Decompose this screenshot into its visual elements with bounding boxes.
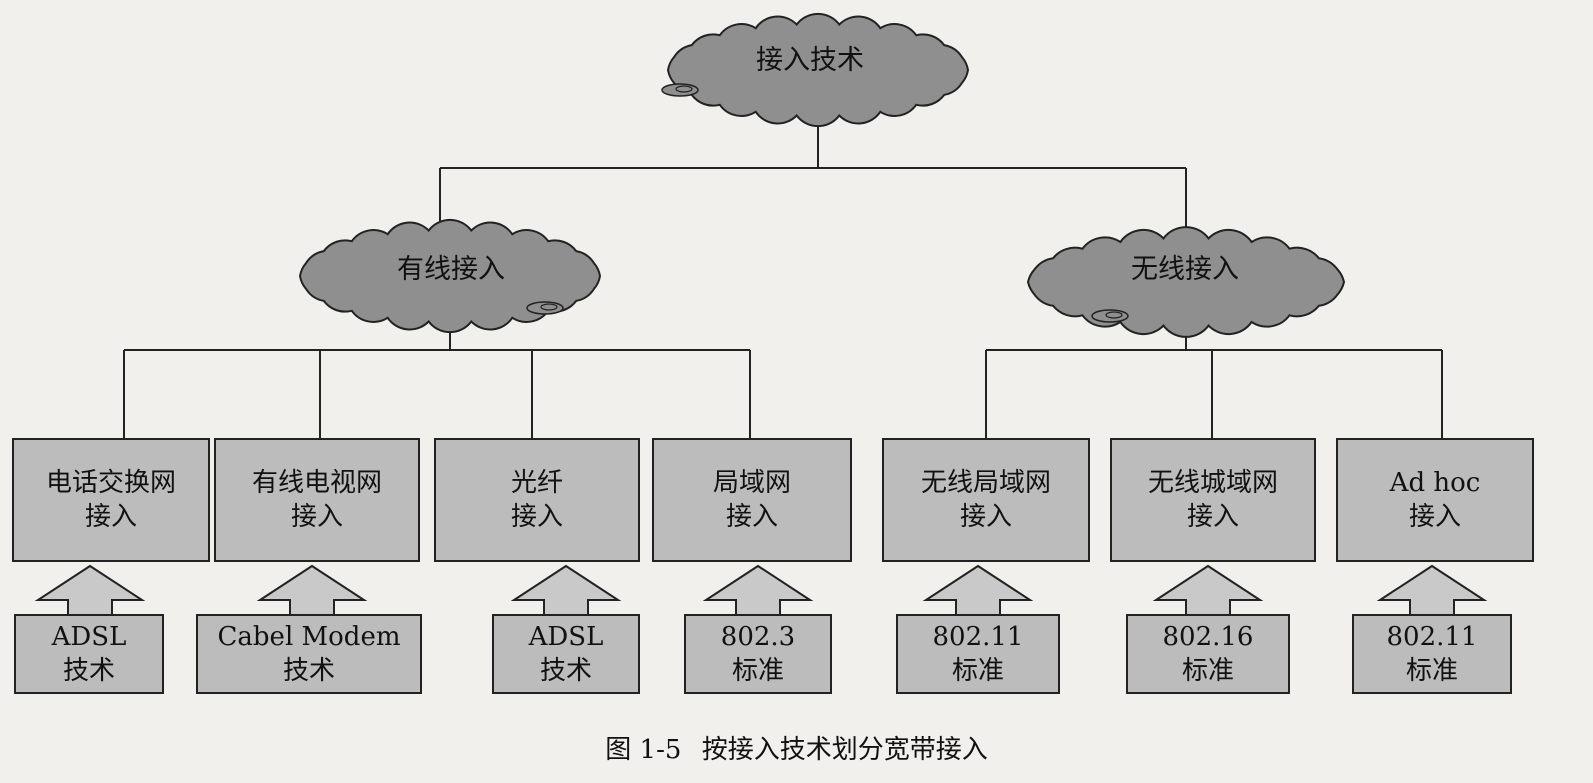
box-line: 有线电视网 xyxy=(251,468,382,498)
tech-box-802-3: 802.3 标准 xyxy=(684,614,832,694)
box-line: 802.11 xyxy=(932,622,1024,652)
root-cloud-label: 接入技术 xyxy=(756,45,864,76)
box-line: 802.11 xyxy=(1386,622,1478,652)
box-line: 无线城域网 xyxy=(1147,468,1278,498)
box-line: 接入 xyxy=(510,502,563,532)
connector-lines xyxy=(123,120,1443,438)
box-line: Ad hoc xyxy=(1389,468,1481,498)
wired-cloud xyxy=(298,218,602,334)
access-box-wman: 无线城域网 接入 xyxy=(1110,438,1316,562)
cloud-tail xyxy=(540,303,558,311)
box-line: 标准 xyxy=(1405,656,1458,686)
tech-box-adsl-fiber: ADSL 技术 xyxy=(492,614,640,694)
up-arrow xyxy=(1152,564,1264,617)
access-box-lan: 局域网 接入 xyxy=(652,438,852,562)
box-line: 接入 xyxy=(725,502,778,532)
up-arrow xyxy=(510,564,622,617)
caption-number: 图 1-5 xyxy=(605,735,682,765)
up-arrow xyxy=(702,564,814,617)
access-box-fiber: 光纤 接入 xyxy=(434,438,640,562)
box-line: 接入 xyxy=(959,502,1012,532)
box-line: 光纤 xyxy=(510,468,563,498)
box-line: 接入 xyxy=(1186,502,1239,532)
cloud-tail xyxy=(675,85,693,93)
tech-box-adsl-phone: ADSL 技术 xyxy=(14,614,164,694)
up-arrows xyxy=(34,564,1488,617)
box-line: ADSL xyxy=(51,622,127,652)
figure-caption: 图 1-5 按接入技术划分宽带接入 xyxy=(0,730,1593,770)
root-cloud xyxy=(666,12,970,128)
box-line: 技术 xyxy=(62,656,115,686)
tech-box-cable-modem: Cabel Modem 技术 xyxy=(196,614,422,694)
box-line: 无线局域网 xyxy=(920,468,1051,498)
access-box-phone-network: 电话交换网 接入 xyxy=(12,438,210,562)
up-arrow xyxy=(34,564,146,617)
cloud-shapes xyxy=(298,12,1346,338)
box-line: 局域网 xyxy=(712,468,791,498)
box-line: ADSL xyxy=(528,622,604,652)
box-line: 接入 xyxy=(290,502,343,532)
access-box-wlan: 无线局域网 接入 xyxy=(882,438,1090,562)
box-line: 标准 xyxy=(951,656,1004,686)
box-line: 标准 xyxy=(1181,656,1234,686)
access-box-adhoc: Ad hoc 接入 xyxy=(1336,438,1534,562)
branch-cloud-label-wireless: 无线接入 xyxy=(1131,254,1239,285)
box-line: 802.3 xyxy=(720,622,796,652)
access-box-cable-tv: 有线电视网 接入 xyxy=(214,438,420,562)
tech-box-802-11-adhoc: 802.11 标准 xyxy=(1352,614,1512,694)
up-arrow xyxy=(1376,564,1488,617)
box-line: 技术 xyxy=(539,656,592,686)
box-line: 标准 xyxy=(731,656,784,686)
tech-box-802-16: 802.16 标准 xyxy=(1126,614,1290,694)
box-line: 技术 xyxy=(282,656,335,686)
box-line: 接入 xyxy=(84,502,137,532)
box-line: Cabel Modem xyxy=(217,622,401,652)
tech-box-802-11-wlan: 802.11 标准 xyxy=(896,614,1060,694)
box-line: 接入 xyxy=(1408,502,1461,532)
up-arrow xyxy=(256,564,368,617)
caption-text: 按接入技术划分宽带接入 xyxy=(701,735,988,765)
cloud-tail xyxy=(1105,311,1123,319)
box-line: 802.16 xyxy=(1162,622,1254,652)
box-line: 电话交换网 xyxy=(45,468,176,498)
branch-cloud-label-wired: 有线接入 xyxy=(397,254,505,285)
up-arrow xyxy=(922,564,1034,617)
